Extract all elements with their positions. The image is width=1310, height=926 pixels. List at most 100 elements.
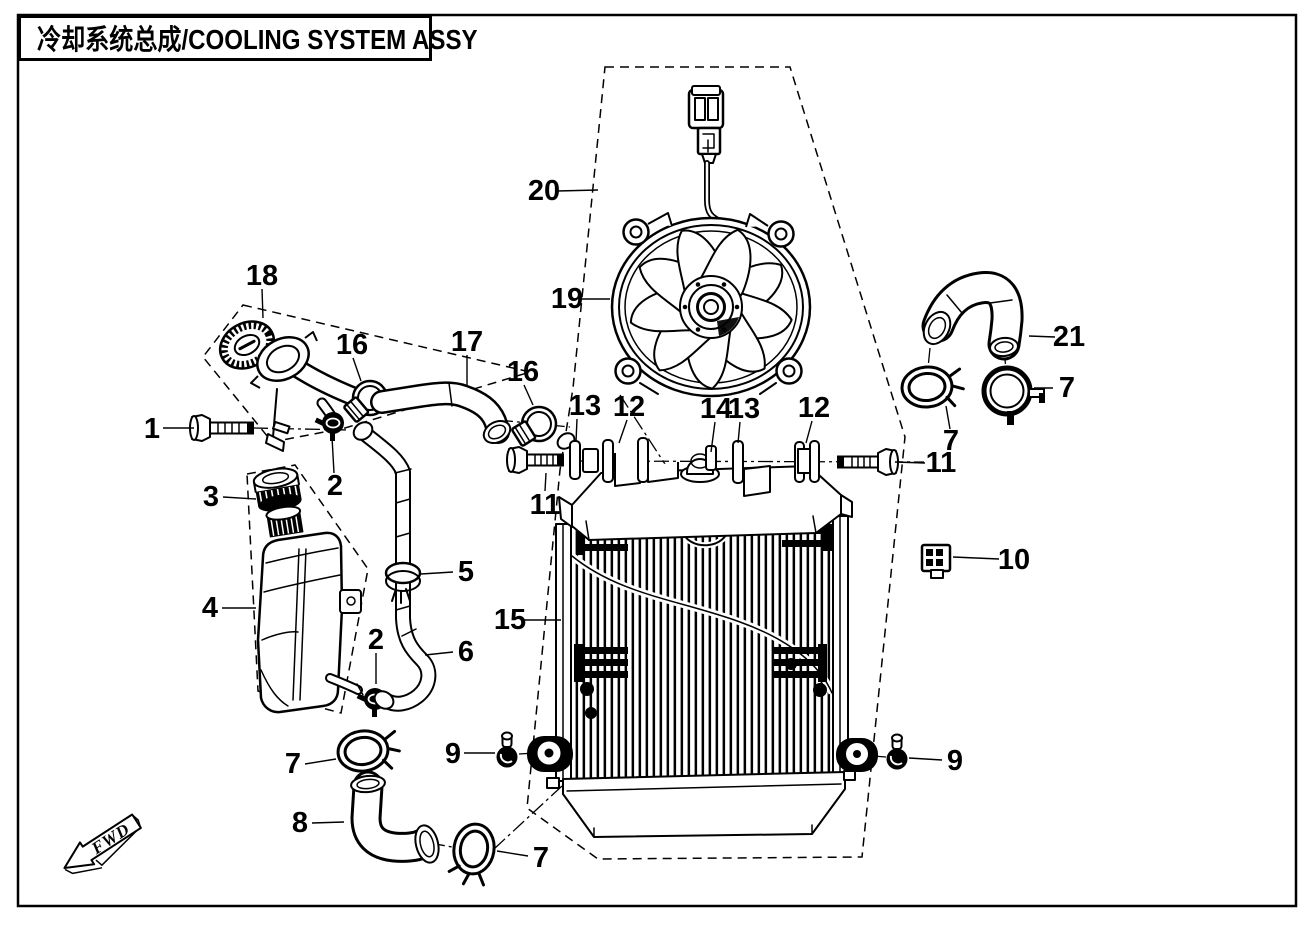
title-box: 冷却系统总成/COOLING SYSTEM ASSY <box>18 15 478 61</box>
callout-number-10: 10 <box>998 544 1030 576</box>
radiator-bottom-tank <box>546 770 856 838</box>
callout-number-8: 8 <box>292 807 308 839</box>
plate-13-right <box>732 440 744 484</box>
bracket-12-left <box>602 437 649 487</box>
clamp-7-right-band <box>981 365 1045 425</box>
callout-number-20: 20 <box>528 175 560 207</box>
callout-leader-9 <box>908 757 943 761</box>
radiator-top-brackets <box>569 437 820 497</box>
radiator-fan-clips <box>574 524 832 719</box>
callout-number-7: 7 <box>1059 372 1075 404</box>
callout-number-1: 1 <box>144 413 160 445</box>
clamp-5 <box>384 561 422 604</box>
clamp-7-right-spring <box>898 362 967 412</box>
fwd-label: FWD <box>87 819 133 858</box>
bolt-9-left <box>495 731 519 769</box>
callout-leader-3 <box>222 496 257 500</box>
callout-leader-12 <box>805 420 813 444</box>
callout-leader-5 <box>420 571 454 575</box>
callout-number-2: 2 <box>368 624 384 656</box>
fan-hub <box>679 275 743 339</box>
callout-leader-10 <box>952 556 1000 560</box>
filler-neck-boundary <box>202 304 533 443</box>
callout-number-7: 7 <box>943 425 959 457</box>
callout-leader-16 <box>523 384 534 406</box>
callout-number-16: 16 <box>507 356 539 388</box>
bushing-left <box>582 448 599 473</box>
callout-leader-7 <box>945 405 951 430</box>
tank-neck-collar <box>265 505 304 538</box>
fan-harness-connector <box>687 85 755 239</box>
bracket-12-right <box>794 440 820 483</box>
radiator-mount-left <box>527 736 573 772</box>
bracket-box-center <box>743 465 771 497</box>
hose-21 <box>921 271 1024 361</box>
callout-number-18: 18 <box>246 260 278 292</box>
page-title: 冷却系统总成/COOLING SYSTEM ASSY <box>37 24 478 55</box>
callout-leader-7 <box>496 850 529 857</box>
callout-number-14: 14 <box>700 393 732 425</box>
callout-leader-18 <box>261 288 264 319</box>
page-border <box>16 13 1298 908</box>
callout-number-5: 5 <box>458 556 474 588</box>
callout-number-15: 15 <box>494 604 526 636</box>
callout-number-7: 7 <box>533 842 549 874</box>
callout-leader-7 <box>304 758 337 765</box>
callout-leader-21 <box>1028 335 1056 338</box>
fwd-arrow: FWD <box>63 813 142 875</box>
callout-leader-8 <box>311 821 345 824</box>
callout-leader-2 <box>331 436 335 474</box>
callout-number-4: 4 <box>202 592 218 624</box>
fan-mount-tabs <box>614 212 803 395</box>
callout-number-13: 13 <box>569 390 601 422</box>
cooling-fan <box>610 212 812 398</box>
callout-leader-14 <box>710 421 716 453</box>
callout-number-21: 21 <box>1053 321 1085 353</box>
callout-number-11: 11 <box>530 489 561 521</box>
fan-radiator-boundary <box>526 66 906 860</box>
callout-leader-11 <box>894 461 926 464</box>
callout-number-3: 3 <box>203 481 219 513</box>
callout-number-12: 12 <box>798 392 830 424</box>
assembly-boundary-regions <box>202 66 906 860</box>
callout-leader-6 <box>424 651 454 656</box>
callout-number-9: 9 <box>947 745 963 777</box>
hose-6 <box>352 421 437 712</box>
clamp-7-tank-hose <box>333 724 404 777</box>
hose-17 <box>370 381 512 445</box>
callout-leader-12 <box>618 419 628 444</box>
callout-number-19: 19 <box>551 283 583 315</box>
callout-number-16: 16 <box>336 329 368 361</box>
reservoir-tank <box>256 531 364 714</box>
callout-number-2: 2 <box>327 470 343 502</box>
callout-leader-16 <box>352 357 362 382</box>
bolt-11-left <box>506 446 564 474</box>
radiator <box>527 432 878 838</box>
callout-number-12: 12 <box>613 391 645 423</box>
callout-leader-13 <box>575 418 578 443</box>
radiator-mount-right <box>836 738 878 772</box>
bolt-9-right <box>885 733 909 771</box>
callout-leader-20 <box>556 189 599 192</box>
clip-10 <box>920 543 952 579</box>
callout-number-6: 6 <box>458 636 474 668</box>
hose-8 <box>350 770 440 864</box>
clamp-2-upper <box>313 411 345 442</box>
rubber-mount-14 <box>680 445 720 483</box>
bolt-11-right <box>837 448 899 476</box>
callout-number-9: 9 <box>445 738 461 770</box>
bracket-angle-left <box>647 462 679 483</box>
callout-leader-11 <box>544 472 547 492</box>
bolt-1 <box>189 414 254 442</box>
callout-number-11: 11 <box>926 447 957 479</box>
tank-cap <box>252 467 302 512</box>
clamp-7-bottom <box>446 819 500 890</box>
callout-number-13: 13 <box>728 393 760 425</box>
radiator-top-tank <box>558 465 853 541</box>
callout-number-7: 7 <box>285 748 301 780</box>
plate-13-left <box>569 440 581 480</box>
callout-leader-13 <box>737 421 741 444</box>
